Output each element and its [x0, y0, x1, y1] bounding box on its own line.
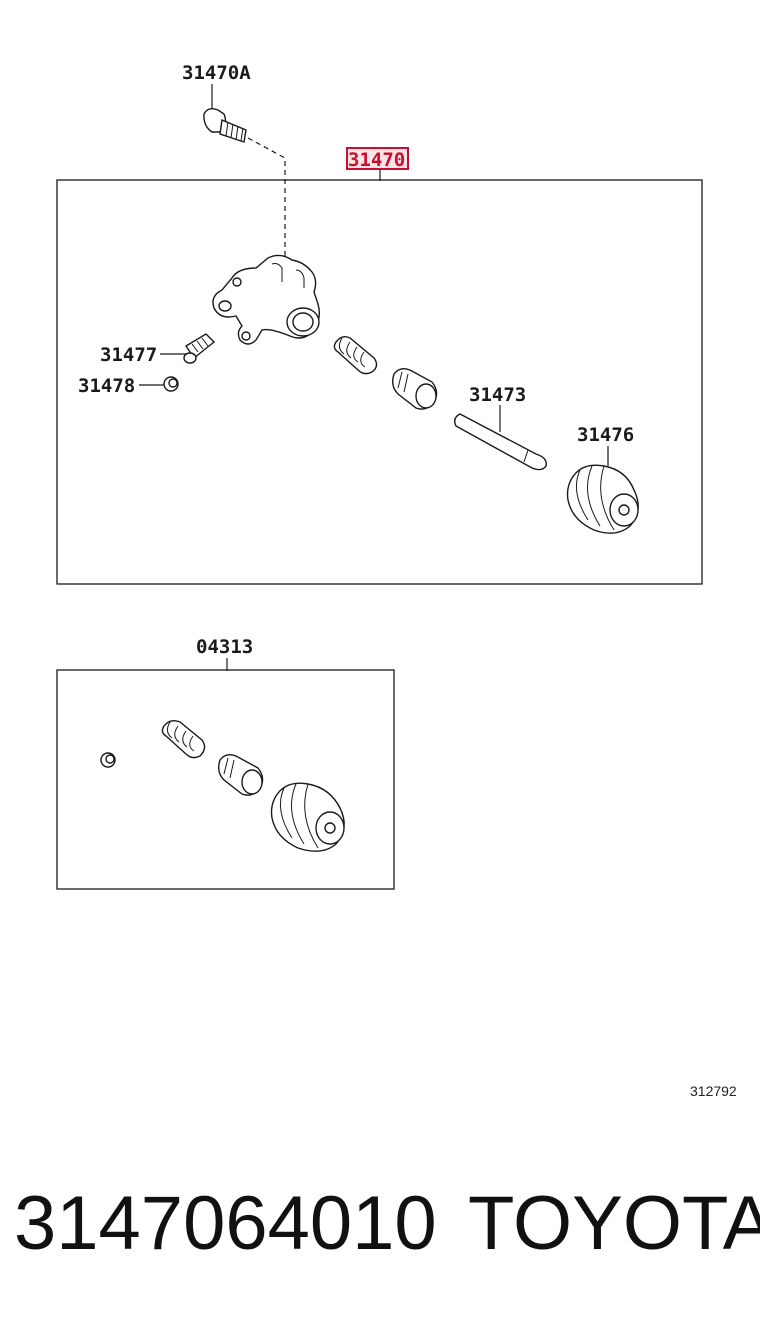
cylinder-body-part [212, 254, 321, 345]
label-31477: 31477 [100, 344, 157, 366]
push-rod-part [453, 413, 547, 471]
bleeder-cap-part [163, 376, 179, 392]
label-04313: 04313 [196, 636, 253, 658]
footer: 3147064010 TOYOTA [0, 1180, 760, 1280]
label-31470a: 31470A [182, 62, 251, 84]
parts-diagram: 31470A 31470 31477 31478 [56, 62, 703, 890]
spring-part [333, 335, 378, 375]
label-31470: 31470 [348, 149, 405, 171]
label-31473: 31473 [469, 384, 526, 406]
boot-part [566, 464, 639, 534]
kit-spring-part [161, 719, 206, 759]
brand-name: TOYOTA [468, 1181, 760, 1266]
piston-part [391, 367, 438, 410]
bolt-part [203, 107, 247, 143]
kit-piston-part [217, 753, 264, 796]
bleeder-plug-part [183, 333, 216, 364]
sheet-id: 312792 [690, 1083, 737, 1099]
label-31476: 31476 [577, 424, 634, 446]
kit-boot-part [270, 782, 345, 852]
kit-cap-part [100, 752, 116, 768]
part-number: 3147064010 [14, 1181, 437, 1266]
label-31470-highlight [346, 147, 409, 170]
kit-frame [56, 669, 395, 890]
label-31478: 31478 [78, 375, 135, 397]
